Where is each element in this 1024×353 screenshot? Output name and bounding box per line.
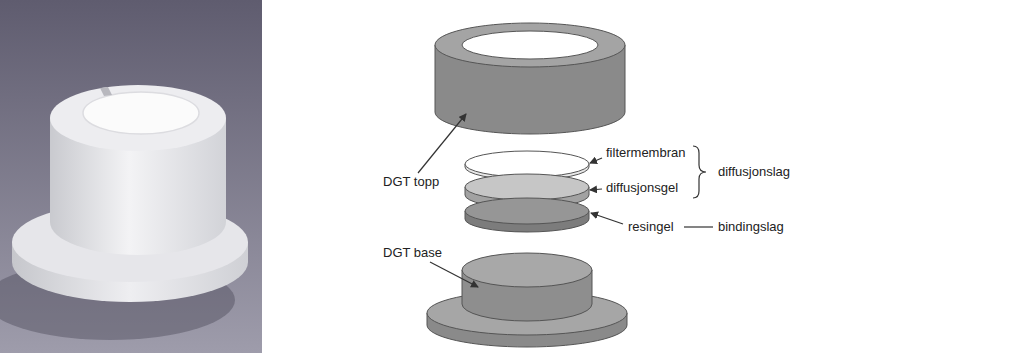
part-label: diffusjonslag — [718, 164, 790, 180]
part-label: diffusjonsgel — [606, 180, 678, 196]
leader-arrow — [591, 213, 623, 224]
label-box: bindingslag — [718, 219, 784, 235]
part-label: resingel — [628, 219, 674, 235]
label-box: resingel — [628, 219, 674, 235]
part-label: bindingslag — [718, 219, 784, 235]
curly-bracket — [693, 146, 706, 198]
dgt-base-part — [427, 253, 627, 347]
device-photo — [0, 0, 262, 353]
resin-gel-disc — [465, 198, 589, 232]
label-box: DGT base — [383, 245, 442, 261]
label-box: diffusjonslag — [718, 164, 790, 180]
label-box: filtermembran — [606, 145, 685, 161]
leader-line — [684, 226, 713, 227]
leader-arrow — [418, 114, 466, 173]
part-label: filtermembran — [606, 145, 685, 161]
leader-arrow — [430, 262, 478, 287]
leader-arrow — [590, 189, 602, 190]
part-label: DGT topp — [383, 174, 439, 190]
part-label: DGT base — [383, 245, 442, 261]
label-box: DGT topp — [383, 174, 439, 190]
leader-arrow — [590, 158, 602, 163]
label-box: diffusjonsgel — [606, 180, 678, 196]
